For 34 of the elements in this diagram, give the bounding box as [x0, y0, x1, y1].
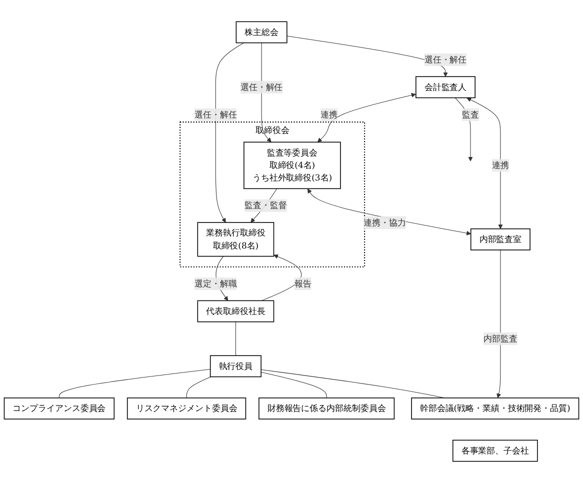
node-box: 株主総会	[236, 21, 288, 44]
node-box: 代表取締役社長	[197, 300, 274, 322]
node-box: 監査等委員会 取締役(4名) うち社外取締役(3名)	[244, 142, 341, 190]
node-box: 財務報告に係る内部統制委員会	[258, 398, 395, 420]
edge-label: 連携・協力	[364, 217, 406, 228]
arrow	[317, 92, 416, 142]
edge-label: 選任・解任	[424, 54, 467, 64]
node-box: 会計監査人	[416, 76, 476, 98]
node-box: コンプライアンス委員会	[4, 398, 115, 420]
arrow	[286, 36, 448, 77]
edge-label: 報告	[294, 278, 312, 289]
connector	[186, 376, 212, 398]
arrow	[261, 254, 302, 301]
edge-label: 連携	[320, 109, 338, 120]
arrow	[466, 98, 503, 230]
connector	[58, 368, 211, 398]
edge-label: 選定・解職	[194, 278, 237, 289]
edge-label: 選任・解任	[240, 82, 283, 92]
arrow	[215, 42, 244, 223]
edge-label: 選任・解任	[194, 109, 237, 120]
edge-label: 監査	[462, 109, 479, 120]
node-box: 業務執行取締役 取締役(8名)	[197, 222, 274, 257]
edge-label: 監査・監督	[244, 200, 287, 210]
arrow	[496, 250, 502, 398]
node-box: 各事業部、子会社	[452, 440, 538, 462]
node-box: 執行役員	[210, 355, 262, 378]
edge-label: 内部監査	[484, 333, 518, 344]
node-box: 内部監査室	[470, 228, 530, 250]
connector	[235, 322, 236, 356]
node-box: 幹部会議(戦略・業績・技術開発・品質)	[411, 398, 580, 420]
arrow	[307, 188, 472, 236]
edge-label: 連携	[492, 160, 509, 170]
connector	[260, 372, 327, 398]
node-box: リスクマネジメント委員会	[126, 398, 246, 420]
